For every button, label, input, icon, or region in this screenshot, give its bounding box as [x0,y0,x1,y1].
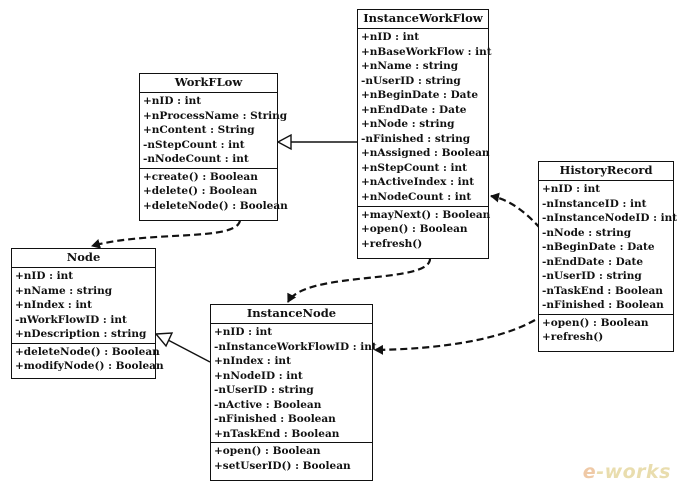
attribute: +nID : int [361,31,420,43]
attribute: -nFinished : Boolean [542,299,664,312]
attribute: -nNodeCount : int [143,153,249,166]
method: +refresh() [361,237,423,250]
class-instanceworkflow: InstanceWorkFlow +nID : int +nBaseWorkFl… [357,9,492,259]
attribute: -nUserID : string [214,384,314,397]
methods-section: +open() : Boolean +refresh() [539,313,673,346]
attribute: -nEndDate : Date [542,255,644,268]
class-name: InstanceWorkFlow [358,10,488,29]
class-node: Node +nID : int +nName : string +nIndex … [11,248,164,379]
generalization-arrowhead-node [154,332,174,348]
methods-section: +deleteNode() : Boolean +modifyNode() : … [12,342,164,375]
method: +deleteNode() : Boolean [15,345,160,358]
attribute: +nID : int [143,95,202,107]
attribute: -nStepCount : int [143,138,245,151]
attribute: -nWorkFlowID : int [15,313,127,326]
dependency-historyrecord-instanceworkflow [490,192,541,229]
attribute: -nInstanceNodeID : int [542,212,678,225]
attribute: -nFinished : string [361,132,471,145]
generalization-arrowhead-workflow [276,133,292,151]
attribute: +nStepCount : int [361,161,468,174]
method: +mayNext() : Boolean [361,208,491,221]
attribute: +nNode : string [361,118,455,131]
attribute: +nBaseWorkFlow : int [361,45,492,58]
attribute: -nActive : Boolean [214,398,322,411]
attribute: +nBeginDate : Date [361,89,479,102]
method: +open() : Boolean [214,445,321,458]
method: +modifyNode() : Boolean [15,360,164,373]
attribute: -nFinished : Boolean [214,413,336,426]
attribute: +nTaskEnd : Boolean [214,427,340,440]
watermark-logo: e-works [583,461,671,483]
attribute: +nNodeCount : int [361,191,472,204]
attribute: +nEndDate : Date [361,103,467,116]
attribute: -nNode : string [542,226,632,239]
method: +create() : Boolean [143,170,258,183]
dependency-historyrecord-instancenode [374,319,536,355]
class-name: HistoryRecord [539,162,673,181]
watermark-prefix: e [582,461,597,483]
attribute: -nBeginDate : Date [542,241,655,254]
attribute: +nContent : String [143,124,255,137]
class-name: Node [12,249,155,268]
dependency-workflow-node [91,219,242,249]
method: +deleteNode() : Boolean [143,199,288,212]
class-name: InstanceNode [211,305,372,324]
attribute: -nInstanceID : int [542,197,647,210]
dependency-instanceworkflow-instancenode [287,257,432,303]
methods-section: +open() : Boolean +setUserID() : Boolean [211,442,372,474]
class-workflow: WorkFLow +nID : int +nProcessName : Stri… [139,73,288,221]
attribute: -nUserID : string [361,74,461,87]
attribute: +nID : int [15,270,74,282]
generalization-instancenode-node [167,339,211,363]
method: +open() : Boolean [542,316,649,329]
attribute: +nProcessName : String [143,109,288,122]
method: +refresh() [542,331,604,344]
methods-section: +create() : Boolean +delete() : Boolean … [140,167,288,215]
watermark-rest: -works [596,461,671,483]
methods-section: +mayNext() : Boolean +open() : Boolean +… [358,205,491,253]
attributes-section: +nID : int +nName : string +nIndex : int… [12,268,155,343]
method: +setUserID() : Boolean [214,459,351,472]
attribute: -nUserID : string [542,270,642,283]
attribute: -nInstanceWorkFlowID : int [214,340,377,353]
attributes-section: +nID : int -nInstanceWorkFlowID : int +n… [211,324,377,442]
class-name: WorkFLow [140,74,277,93]
attribute: +nNodeID : int [214,369,303,382]
attribute: +nName : string [361,60,459,73]
attribute: +nAssigned : Boolean [361,147,490,160]
class-historyrecord: HistoryRecord +nID : int -nInstanceID : … [538,161,678,352]
attribute: +nID : int [542,183,601,195]
attribute: +nActiveIndex : int [361,176,475,189]
attributes-section: +nID : int +nBaseWorkFlow : int +nName :… [358,29,492,206]
method: +delete() : Boolean [143,185,258,198]
attribute: +nIndex : int [15,299,92,312]
attribute: +nName : string [15,284,113,297]
attribute: -nTaskEnd : Boolean [542,284,663,297]
method: +open() : Boolean [361,223,468,236]
class-instancenode: InstanceNode +nID : int -nInstanceWorkFl… [210,304,377,481]
attribute: +nDescription : string [15,328,147,341]
attributes-section: +nID : int -nInstanceID : int -nInstance… [539,181,678,314]
attribute: +nIndex : int [214,355,291,368]
attribute: +nID : int [214,326,273,338]
attributes-section: +nID : int +nProcessName : String +nCont… [140,93,288,168]
